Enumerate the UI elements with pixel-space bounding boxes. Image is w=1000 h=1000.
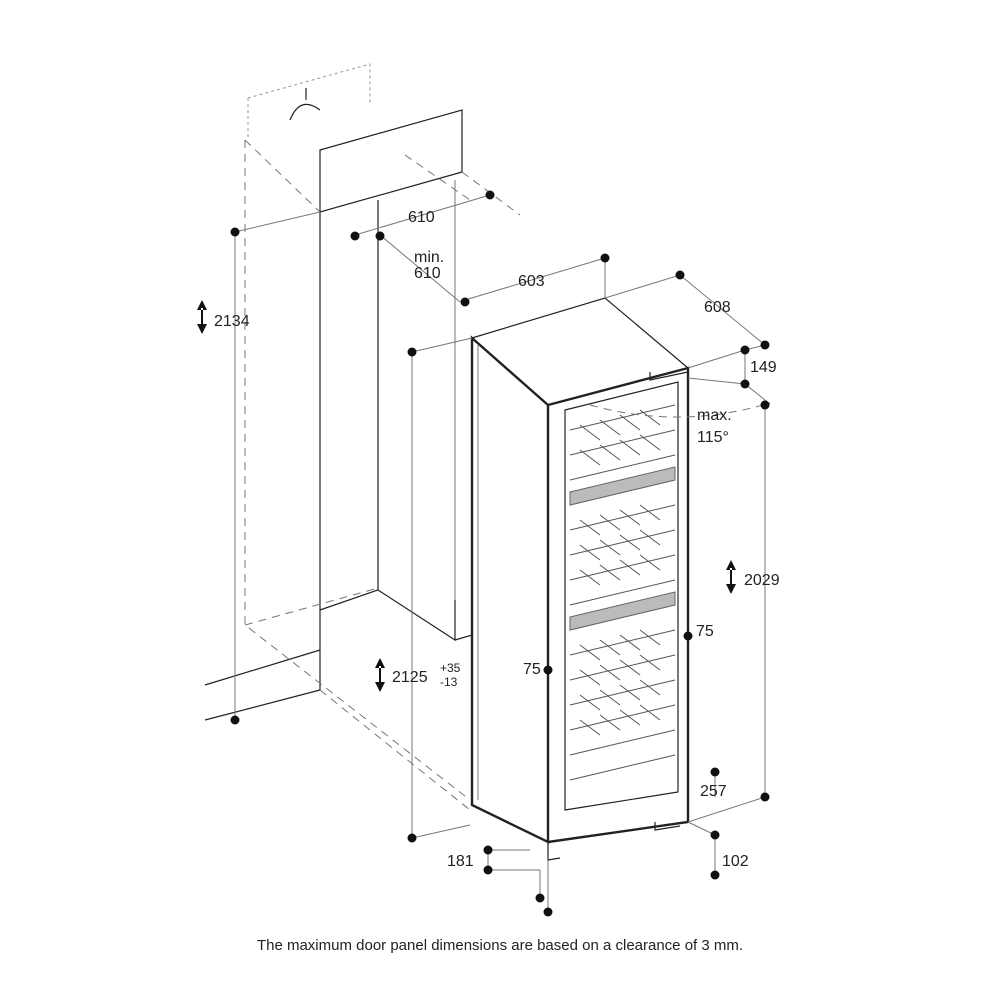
label-door-height: 2029 (744, 572, 780, 589)
label-tolerance-minus: -13 (440, 675, 458, 689)
label-min-value: 610 (414, 265, 441, 282)
label-tolerance-plus: +35 (440, 661, 461, 675)
label-handle-depth: 149 (750, 359, 777, 376)
label-bottom-panel: 257 (700, 783, 727, 800)
label-plinth-right: 102 (722, 853, 749, 870)
label-height: 2125 (392, 669, 428, 686)
dimension-lines (197, 190, 771, 917)
label-depth: 608 (704, 299, 731, 316)
label-hinge-right: 75 (696, 623, 714, 640)
caption: The maximum door panel dimensions are ba… (257, 937, 743, 954)
label-niche-height: 2134 (214, 313, 250, 330)
label-niche-depth: 610 (408, 209, 435, 226)
niche-outline (204, 63, 521, 811)
label-width: 603 (518, 273, 545, 290)
height-arrow-icons (197, 300, 736, 692)
label-door-angle: 115° (697, 429, 729, 446)
label-plinth-left: 181 (447, 853, 474, 870)
label-hinge-left: 75 (523, 661, 541, 678)
label-min: min. (414, 249, 444, 266)
label-door-angle-max: max. (697, 407, 732, 424)
wine-shelves (569, 404, 676, 781)
dimension-dots (230, 190, 770, 917)
